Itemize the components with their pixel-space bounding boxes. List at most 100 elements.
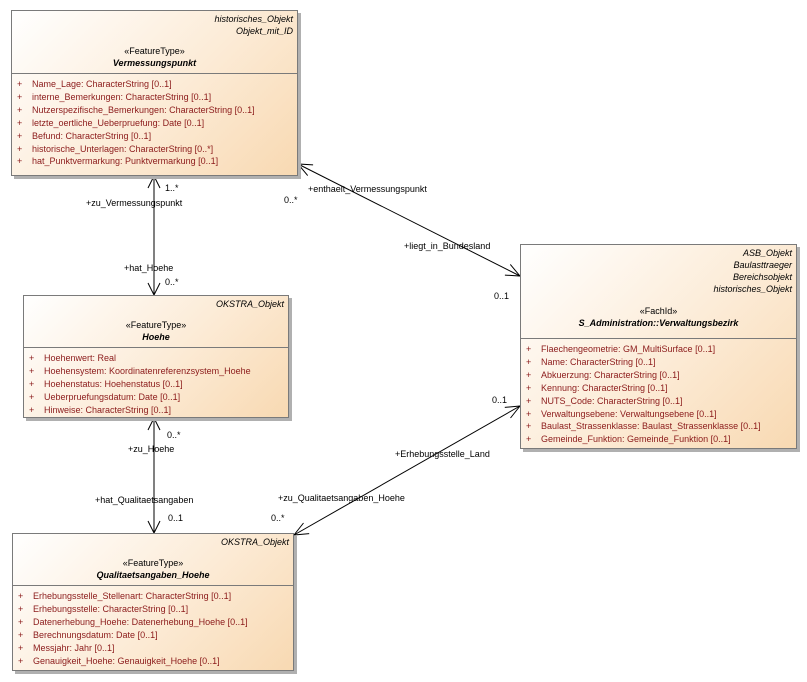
attribute-row: + Messjahr: Jahr [0..1] [13, 642, 293, 655]
attribute-text: Hoehenstatus: Hoehenstatus [0..1] [44, 378, 183, 389]
attribute-row: +Name_Lage: CharacterString [0..1] [12, 78, 297, 91]
role-label: +zu_Vermessungspunkt [86, 198, 183, 208]
attribute-text: Befund: CharacterString [0..1] [32, 130, 152, 141]
attribute-compartment: +Name_Lage: CharacterString [0..1] +inte… [12, 73, 297, 168]
class-header: ASB_Objekt Baulasttraeger Bereichsobjekt… [521, 245, 796, 338]
attribute-text: Name_Lage: CharacterString [0..1] [32, 79, 172, 89]
attribute-row: +NUTS_Code: CharacterString [0..1] [521, 395, 796, 408]
attribute-row: +historische_Unterlagen: CharacterString… [12, 143, 297, 156]
visibility-marker: + [17, 117, 23, 128]
parent-classes: ASB_Objekt Baulasttraeger Bereichsobjekt… [521, 245, 796, 295]
visibility-marker: + [18, 642, 24, 653]
arrowhead-to-vermessungspunkt [147, 174, 161, 189]
visibility-marker: + [29, 404, 35, 415]
visibility-marker: + [18, 591, 24, 601]
visibility-marker: + [18, 603, 24, 614]
attribute-text: Kennung: CharacterString [0..1] [541, 382, 668, 393]
parent-classes: OKSTRA_Objekt [24, 296, 288, 310]
multiplicity-label: 1..* [165, 183, 179, 193]
association-line-vp-verw [297, 163, 521, 277]
visibility-marker: + [18, 629, 24, 640]
visibility-marker: + [17, 104, 23, 115]
attribute-text: Erhebungsstelle_Stellenart: CharacterStr… [33, 591, 232, 601]
attribute-text: interne_Bemerkungen: CharacterString [0.… [32, 91, 212, 102]
attribute-text: letzte_oertliche_Ueberpruefung: Date [0.… [32, 117, 205, 128]
parent-class-name: Objekt_mit_ID [235, 26, 293, 36]
role-label: +liegt_in_Bundesland [404, 241, 491, 251]
attribute-text: Hinweise: CharacterString [0..1] [44, 404, 172, 415]
visibility-marker: + [29, 353, 35, 363]
class-header: OKSTRA_Objekt «FeatureType» Qualitaetsan… [13, 534, 293, 585]
role-label: +enthaelt_Vermessungspunkt [308, 184, 427, 194]
attribute-row: + Hoehensystem: Koordinatenreferenzsystem… [24, 365, 288, 378]
multiplicity-label: 0..* [167, 430, 181, 440]
attribute-row: + Genauigkeit_Hoehe: Genauigkeit_Hoehe [0… [13, 655, 293, 668]
visibility-marker: + [526, 382, 532, 393]
attribute-compartment: + Hoehenwert: Real + Hoehensystem: Koordin… [24, 347, 288, 417]
attribute-text: Genauigkeit_Hoehe: Genauigkeit_Hoehe [0.… [33, 655, 220, 666]
attribute-row: +Baulast_Strassenklasse: Baulast_Strasse… [521, 420, 796, 433]
class-verwaltungsbezirk[interactable]: ASB_Objekt Baulasttraeger Bereichsobjekt… [520, 244, 797, 449]
attribute-row: +Datenerhebung_Hoehe: Datenerhebung_Hoeh… [13, 616, 293, 629]
visibility-marker: + [526, 369, 532, 380]
attribute-text: Flaechengeometrie: GM_MultiSurface [0..1… [541, 344, 716, 354]
visibility-marker: + [29, 378, 35, 389]
attribute-text: Berechnungsdatum: Date [0..1] [33, 629, 158, 640]
class-header: historisches_Objekt Objekt_mit_ID «Featu… [12, 11, 297, 73]
role-label: +zu_Hoehe [128, 444, 175, 454]
role-label: +hat_Qualitaetsangaben [95, 495, 194, 505]
role-label: +zu_Qualitaetsangaben_Hoehe [278, 493, 405, 503]
attribute-row: + Erhebungsstelle_Stellenart: CharacterSt… [13, 590, 293, 603]
attribute-text: Hoehenwert: Real [44, 353, 117, 363]
attribute-text: hat_Punktvermarkung: Punktvermarkung [0.… [32, 156, 219, 167]
attribute-row: + Hoehenwert: Real [24, 352, 288, 365]
stereotype-label: «FachId» [639, 306, 678, 316]
class-header: OKSTRA_Objekt «FeatureType» Hoehe [24, 296, 288, 347]
attribute-text: Verwaltungsebene: Verwaltungsebene [0..1… [541, 408, 717, 419]
arrowhead-to-verwaltungsbezirk [504, 264, 522, 277]
parent-class-name: historisches_Objekt [214, 14, 293, 24]
class-name: Qualitaetsangaben_Hoehe [96, 570, 210, 580]
association-line-qual-verw [293, 405, 521, 536]
visibility-marker: + [17, 91, 23, 102]
class-qualitaetsangaben-hoehe[interactable]: OKSTRA_Objekt «FeatureType» Qualitaetsan… [12, 533, 294, 671]
attribute-row: + Kennung: CharacterString [0..1] [521, 382, 796, 395]
visibility-marker: + [18, 655, 24, 666]
visibility-marker: + [526, 356, 532, 367]
visibility-marker: + [29, 391, 35, 402]
attribute-row: + Verwaltungsebene: Verwaltungsebene [0..… [521, 408, 796, 421]
attribute-compartment: + Erhebungsstelle_Stellenart: CharacterSt… [13, 585, 293, 667]
attribute-text: Gemeinde_Funktion: Gemeinde_Funktion [0.… [541, 434, 731, 445]
parent-classes: OKSTRA_Objekt [13, 534, 293, 548]
visibility-marker: + [526, 408, 532, 419]
visibility-marker: + [17, 143, 23, 154]
multiplicity-label: 0..* [271, 513, 285, 523]
attribute-text: Name: CharacterString [0..1] [541, 356, 656, 367]
class-hoehe[interactable]: OKSTRA_Objekt «FeatureType» Hoehe + Hoehe… [23, 295, 289, 418]
attribute-text: Baulast_Strassenklasse: Baulast_Strassen… [541, 421, 761, 432]
attribute-text: Hoehensystem: Koordinatenreferenzsystem_… [44, 365, 251, 376]
attribute-row: +Abkuerzung: CharacterString [0..1] [521, 369, 796, 382]
visibility-marker: + [526, 434, 532, 445]
multiplicity-label: 0..1 [492, 395, 508, 405]
visibility-marker: + [18, 616, 24, 627]
attribute-text: Nutzerspezifische_Bemerkungen: Character… [32, 104, 255, 115]
attribute-row: +Erhebungsstelle: CharacterString [0..1] [13, 603, 293, 616]
parent-classes: historisches_Objekt Objekt_mit_ID [12, 11, 297, 37]
parent-class-name: Baulasttraeger [733, 260, 792, 270]
visibility-marker: + [17, 156, 23, 167]
stereotype-label: «FeatureType» [124, 46, 185, 56]
parent-class-name: historisches_Objekt [713, 284, 792, 294]
visibility-marker: + [29, 365, 35, 376]
class-name: S_Administration::Verwaltungsbezirk [578, 318, 739, 328]
class-vermessungspunkt[interactable]: historisches_Objekt Objekt_mit_ID «Featu… [11, 10, 298, 176]
parent-class-name: ASB_Objekt [742, 248, 792, 258]
role-label: +hat_Hoehe [124, 263, 174, 273]
stereotype-label: «FeatureType» [122, 558, 184, 568]
attribute-row: +Ueberpruefungsdatum: Date [0..1] [24, 391, 288, 404]
arrowhead-to-qualitaetsangaben-from-verw [292, 522, 310, 536]
attribute-text: Messjahr: Jahr [0..1] [33, 642, 115, 653]
attribute-row: + Nutzerspezifische_Bemerkungen: Characte… [12, 104, 297, 117]
stereotype-label: «FeatureType» [125, 320, 187, 330]
